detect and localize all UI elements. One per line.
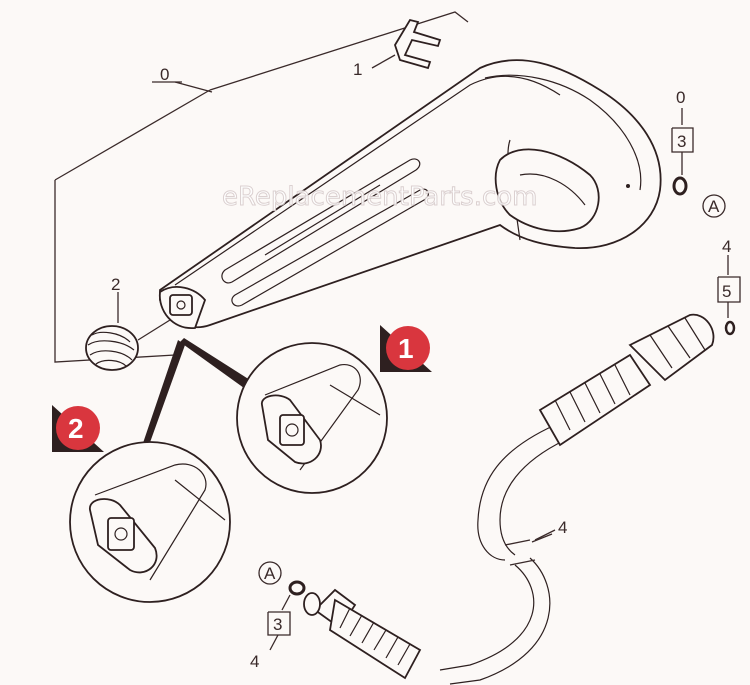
label-2-spring: 2	[111, 275, 120, 294]
label-3-right: 3	[677, 132, 686, 151]
label-3-bottom: 3	[273, 615, 282, 634]
label-4-right: 4	[722, 237, 731, 256]
label-box-bottom	[267, 594, 291, 651]
label-0-assembly: 0	[160, 65, 169, 84]
badge-1: 1	[380, 325, 432, 372]
label-a-right: A	[708, 197, 720, 216]
label-0-right: 0	[676, 88, 685, 107]
label-a-bottom: A	[264, 564, 276, 583]
callout-a-right	[702, 194, 726, 218]
detail-pointers	[142, 338, 250, 448]
hose	[439, 424, 566, 685]
callout-a-bottom	[258, 561, 282, 585]
badge-1-number: 1	[398, 333, 414, 364]
hose-fitting-top	[538, 313, 715, 447]
spring-part-2	[85, 292, 171, 371]
label-1-clip: 1	[353, 60, 362, 79]
badge-2: 2	[52, 405, 104, 452]
leader-hose	[531, 533, 553, 543]
badge-2-number: 2	[68, 413, 84, 444]
detail-circle-2	[69, 441, 231, 603]
detail-circle-1	[236, 342, 388, 494]
label-5-right: 5	[722, 282, 731, 301]
hose-fitting-bottom	[303, 588, 422, 680]
label-box-right-top	[671, 108, 694, 175]
gun-handle	[159, 59, 662, 329]
label-4-bottom: 4	[250, 652, 259, 671]
o-rings	[288, 176, 736, 596]
label-box-right-mid	[717, 255, 741, 318]
watermark: eReplacementParts.com	[222, 182, 538, 212]
label-4-hose: 4	[558, 518, 567, 537]
clip-part-1	[371, 18, 442, 70]
